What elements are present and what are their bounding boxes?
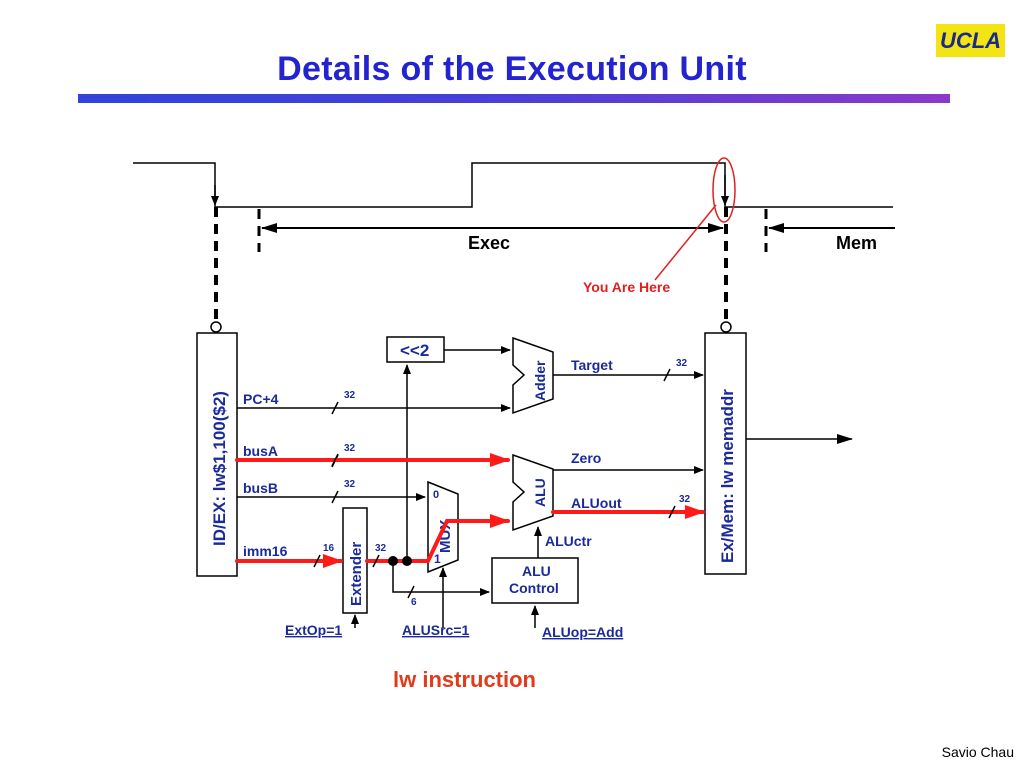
active-path — [235, 453, 705, 568]
funct-wire — [392, 560, 490, 596]
junction-dot-funct — [388, 556, 398, 566]
sign-extender — [342, 507, 368, 614]
busa-width-slash-active — [331, 453, 339, 467]
extop-label: ExtOp=1 — [285, 622, 342, 638]
pc4-label: PC+4 — [243, 391, 279, 407]
mux-label: MUX — [437, 520, 454, 553]
target-width-slash — [663, 368, 671, 382]
branch-adder-label: Adder — [532, 360, 548, 401]
mux-input-0: 0 — [433, 489, 439, 501]
ext-out-width-slash — [372, 554, 380, 568]
funct-width: 6 — [411, 597, 417, 608]
idex-register — [196, 332, 238, 577]
alu-label: ALU — [532, 478, 548, 507]
clock-waveform — [133, 162, 893, 208]
imm16-width: 16 — [323, 543, 335, 554]
busa-width: 32 — [344, 443, 356, 454]
alusrc-label: ALUSrc=1 — [402, 622, 470, 638]
title-underline — [78, 94, 950, 103]
busb-label: busB — [243, 480, 278, 496]
funct-width-slash — [407, 585, 415, 599]
aluout-width: 32 — [679, 494, 691, 505]
imm16-width-slash — [313, 554, 321, 568]
sign-extender-label: Extender — [348, 542, 365, 606]
alu-control-label-line1: ALU — [522, 563, 551, 579]
alu-control-label-line2: Control — [509, 580, 559, 596]
shift-left-2-label: <<2 — [400, 341, 429, 360]
mem-label: Mem — [836, 233, 877, 253]
instruction-caption: lw instruction — [393, 667, 536, 692]
idex-register-label: ID/EX: lw$1,100($2) — [210, 391, 229, 546]
branch-adder — [512, 336, 554, 415]
zero-label: Zero — [571, 450, 601, 466]
shift-left-2-block — [386, 336, 445, 363]
imm16-label: imm16 — [243, 543, 288, 559]
alu-control-block — [491, 557, 579, 604]
aluout-width-slash — [668, 505, 676, 519]
mux-input-1: 1 — [434, 552, 441, 566]
you-are-here-label: You Are Here — [583, 279, 670, 295]
junction-dot-shift — [402, 556, 412, 566]
aluop-label: ALUop=Add — [542, 624, 623, 640]
target-label: Target — [571, 357, 613, 373]
exmem-clock-node — [720, 321, 732, 333]
pipeline-boundaries — [214, 207, 768, 322]
exmem-register-label: Ex/Mem: lw memaddr — [718, 389, 737, 563]
pc4-width: 32 — [344, 390, 356, 401]
slide-title: Details of the Execution Unit — [277, 50, 747, 88]
aluctr-label: ALUctr — [545, 533, 592, 549]
you-are-here-ellipse — [712, 157, 736, 223]
busb-width-slash — [331, 490, 339, 504]
aluout-label: ALUout — [571, 495, 622, 511]
busb-width: 32 — [344, 479, 356, 490]
pc4-width-slash — [331, 401, 339, 415]
busa-label: busA — [243, 443, 278, 459]
alu — [512, 453, 554, 532]
idex-clock-node — [210, 321, 222, 333]
exmem-register — [704, 332, 747, 575]
ext-out-width: 32 — [375, 543, 387, 554]
target-width: 32 — [676, 358, 688, 369]
author-name: Savio Chau — [941, 744, 1014, 760]
ucla-logo: UCLA — [936, 24, 1005, 57]
exec-label: Exec — [468, 233, 510, 253]
you-are-here-pointer — [654, 204, 717, 281]
